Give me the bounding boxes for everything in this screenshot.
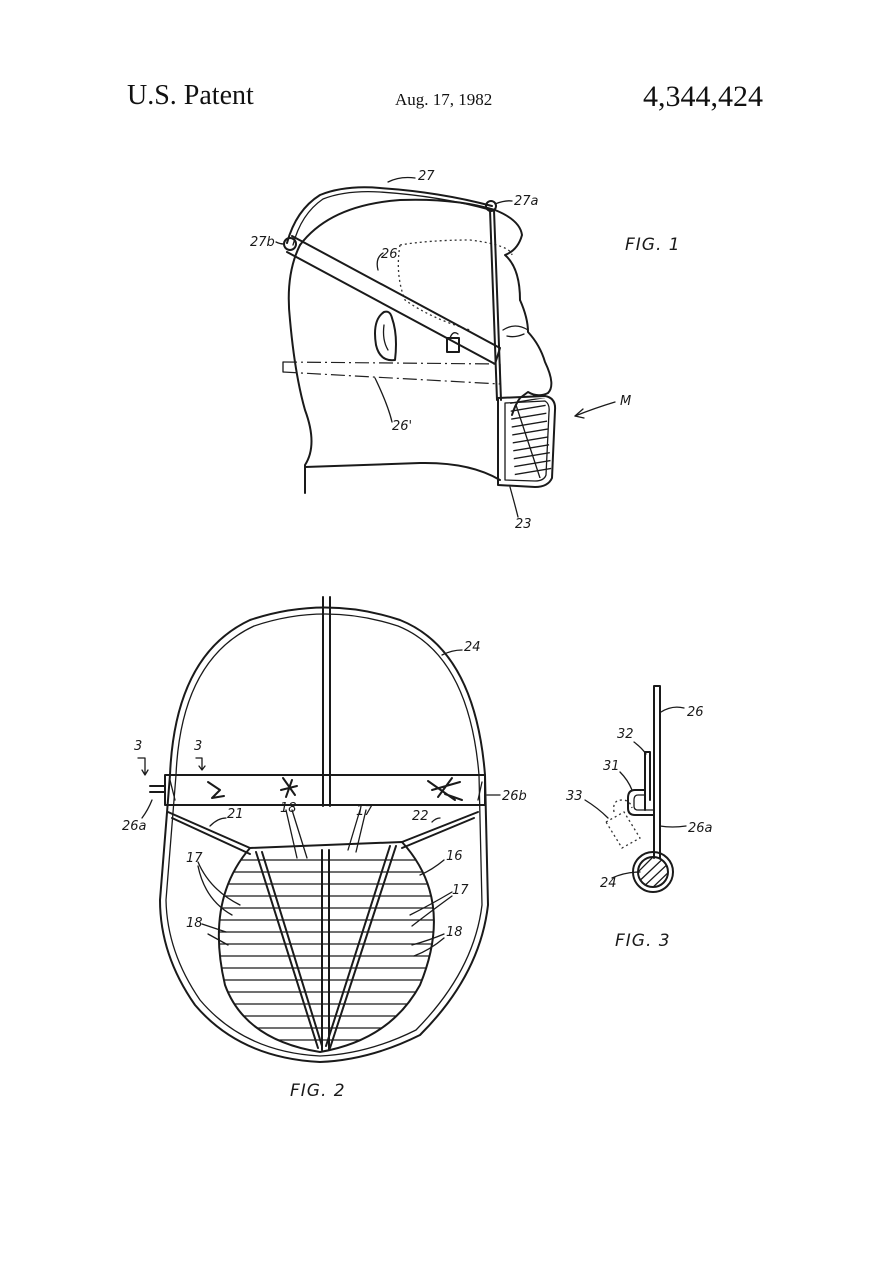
ref-16: 16 [446,849,463,864]
leader-17-left [197,861,241,916]
ref-21: 21 [227,807,244,822]
clip-32 [644,751,651,811]
leader-26-fig3 [660,706,685,713]
ref-27a: 27a [514,194,539,209]
fig3-caption: FIG. 3 [615,931,671,951]
leader-18-right [411,933,445,957]
band-26-prime [282,361,501,385]
ref-26b: 26b [502,789,527,804]
central-rod [322,596,331,807]
leader-17-right [409,891,453,927]
leader-26p [374,377,393,423]
leader-18-left [201,923,229,946]
ref-24-fig2: 24 [464,640,481,655]
leader-M [574,401,616,417]
ref-18-left: 18 [186,916,203,931]
ref-24-fig3: 24 [600,876,617,891]
band-end [282,361,501,385]
bar-21 [167,811,251,855]
leader-32 [633,741,647,755]
ref-22: 22 [412,809,429,824]
leader-27 [387,176,416,183]
figure-3: 26 32 31 33 26a 24 FIG. 3 [566,685,713,951]
ref-26a-fig2: 26a [122,819,147,834]
hairline [397,239,513,331]
leader-33 [584,799,609,819]
leader-24-fig3 [611,871,641,879]
outer-cage-24 [159,606,489,1063]
ref-3-right: 3 [194,739,202,754]
leader-18-top [285,809,308,859]
mouth-basket [217,841,435,1053]
headband [164,774,486,806]
clip-31-inner [633,794,655,811]
figure-2: 24 3 3 26a 26b 21 22 18 17 16 17 17 18 1… [122,596,527,1101]
ref-32: 32 [617,727,634,742]
neck-line [304,461,501,481]
mask-grille [510,398,552,478]
ref-17-right: 17 [452,883,469,898]
diagonal-strap-26 [286,235,501,365]
section-mark-right [195,757,206,771]
ref-18-top: 18 [280,801,297,816]
ref-27b: 27b [250,235,275,250]
ref-26p: 26' [392,419,412,434]
leader-26a [141,799,153,819]
ear [374,310,397,362]
ref-27: 27 [418,169,435,184]
headband-shading [169,777,483,801]
top-strap-27-inner [292,191,491,246]
ear-inner [382,324,389,351]
ref-3-left: 3 [134,739,142,754]
head-top-outline [299,198,523,301]
ring-27b [283,237,297,251]
fig1-caption: FIG. 1 [625,235,681,255]
basket-ribs-17 [255,845,397,1051]
ref-17-top: 17 [356,804,373,819]
bar-22 [401,811,479,849]
leader-31 [619,771,633,791]
leader-27a [494,200,513,205]
ref-31: 31 [603,759,620,774]
buckle-hook [449,332,459,339]
leader-16 [419,859,445,876]
strap-26-section [653,685,661,859]
arrow-M [574,408,585,419]
padlock-33-phantom [605,799,641,849]
head-back-outline [287,244,313,494]
leader-26a-fig3 [659,825,687,828]
leader-26 [376,252,384,271]
eye [502,325,529,338]
ref-33: 33 [566,789,583,804]
ref-M: M [620,394,631,409]
rod-24-section [637,856,669,888]
patent-date: Aug. 17, 1982 [395,90,493,109]
leader-22 [431,817,441,823]
figure-1: 27 27a 27b 26 26' M 23 FIG. 1 [250,169,681,532]
ref-26-fig3: 26 [687,705,704,720]
ref-18-right: 18 [446,925,463,940]
patent-header-left: U.S. Patent [127,80,254,111]
headband-stub [149,785,166,793]
patent-number: 4,344,424 [643,80,763,113]
section-mark-left [137,757,149,776]
mask-frame-inner [504,400,550,482]
ref-17-left: 17 [186,851,203,866]
fig2-caption: FIG. 2 [290,1081,346,1101]
ref-26a-fig3: 26a [688,821,713,836]
leader-21 [209,817,227,827]
top-strap-27 [286,186,493,244]
ref-23: 23 [515,517,532,532]
mask-frame [497,395,557,488]
buckle [446,337,460,353]
leader-27b [275,241,285,245]
leader-17-top [347,809,367,853]
leader-24-fig2 [441,649,463,656]
ref-26: 26 [381,247,398,262]
leader-23 [509,486,519,518]
outer-cage-24-inner [165,613,483,1057]
